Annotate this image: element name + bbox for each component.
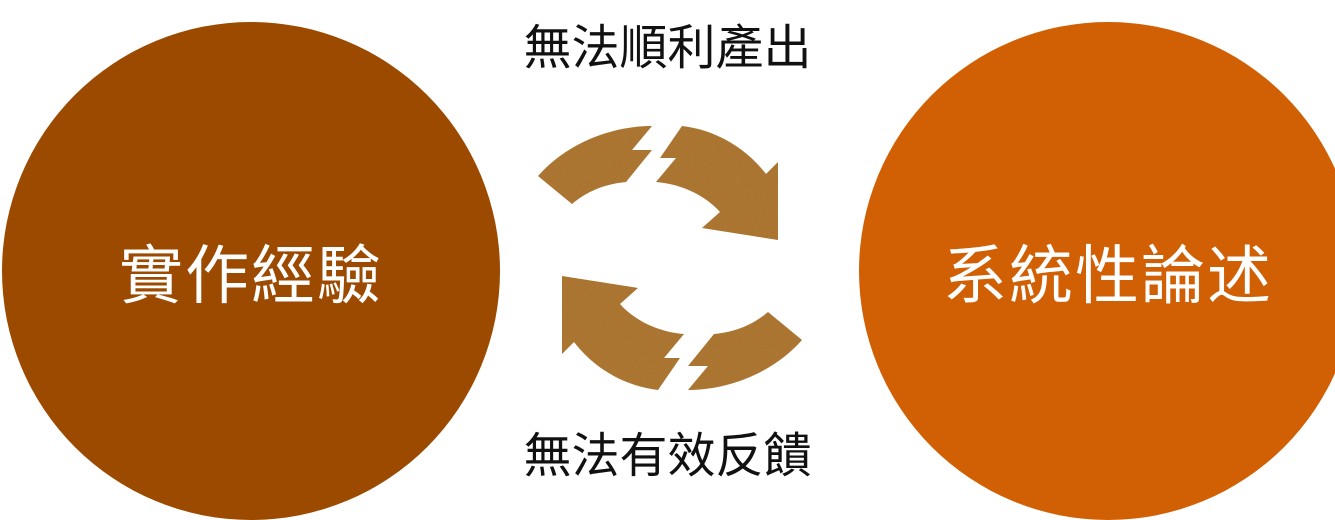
- bottom-arc-right-segment: [688, 312, 802, 390]
- top-caption: 無法順利產出: [523, 20, 812, 76]
- bottom-arc-left-arrow: [562, 276, 684, 390]
- top-arc-left-segment: [538, 126, 652, 204]
- broken-cycle-arrows-icon: [538, 126, 802, 390]
- top-arc-right-arrow: [656, 126, 778, 240]
- systematic-discourse-node: 系統性論述: [859, 22, 1335, 520]
- practical-experience-label: 實作經驗: [119, 240, 383, 314]
- systematic-discourse-label: 系統性論述: [943, 240, 1273, 314]
- practical-experience-node: 實作經驗: [2, 22, 500, 520]
- bottom-caption: 無法有效反饋: [523, 428, 812, 484]
